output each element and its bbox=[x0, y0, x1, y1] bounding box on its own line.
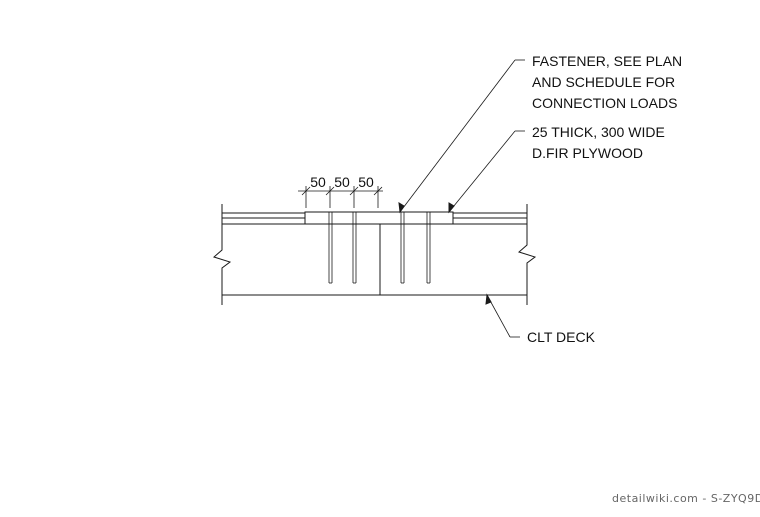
fastener bbox=[398, 211, 407, 284]
watermark: detailwiki.com - S-ZYQ9D bbox=[612, 492, 760, 505]
right-break-line bbox=[517, 204, 537, 305]
fastener-note-line: AND SCHEDULE FOR bbox=[532, 74, 675, 90]
fastener-note-line: FASTENER, SEE PLAN bbox=[532, 53, 682, 69]
fastener-note-line: CONNECTION LOADS bbox=[532, 95, 677, 111]
plywood-note-line: D.FIR PLYWOOD bbox=[532, 145, 643, 161]
dimension-label: 50 bbox=[310, 174, 326, 190]
clt-deck-note: CLT DECK bbox=[527, 329, 596, 345]
dimension-string: 50 50 50 bbox=[298, 174, 383, 208]
fasteners bbox=[326, 211, 433, 284]
dimension-label: 50 bbox=[334, 174, 350, 190]
fastener bbox=[350, 211, 359, 284]
dimension-label: 50 bbox=[358, 174, 374, 190]
fastener bbox=[326, 211, 335, 284]
left-break-line bbox=[212, 204, 232, 305]
plywood-note-line: 25 THICK, 300 WIDE bbox=[532, 124, 665, 140]
clt-deck-leader bbox=[485, 293, 520, 338]
plywood-leader bbox=[448, 130, 525, 214]
clt-deck bbox=[212, 204, 537, 305]
fastener-leader bbox=[398, 59, 525, 214]
plywood-spline bbox=[304, 211, 454, 225]
fastener bbox=[424, 211, 433, 284]
